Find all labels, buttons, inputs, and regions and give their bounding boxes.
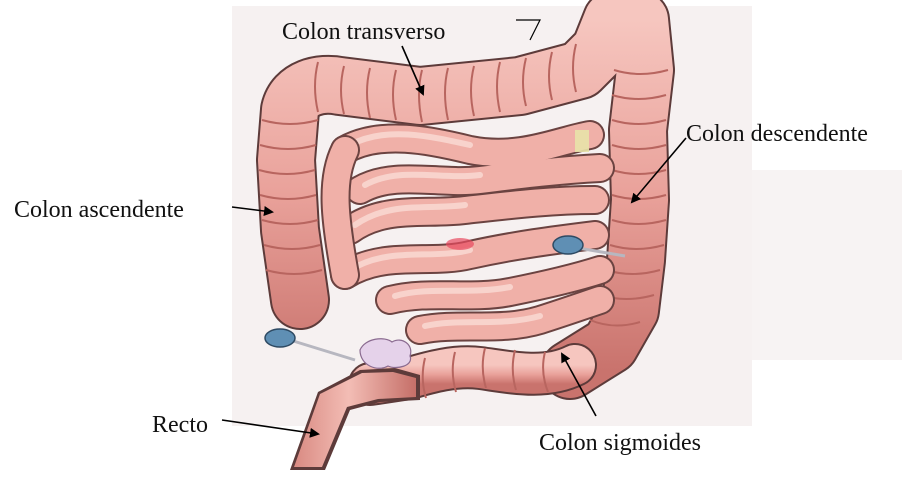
label-recto: Recto [152,413,208,437]
vessel-accent [446,238,474,250]
fat-accent [575,130,589,152]
label-colon-descendente: Colon descendente [686,122,868,146]
background-panel [752,170,902,360]
label-colon-transverso: Colon transverso [282,20,445,44]
label-colon-ascendente: Colon ascendente [14,198,184,222]
fat-blob [360,339,411,369]
label-colon-sigmoides: Colon sigmoides [539,431,701,455]
